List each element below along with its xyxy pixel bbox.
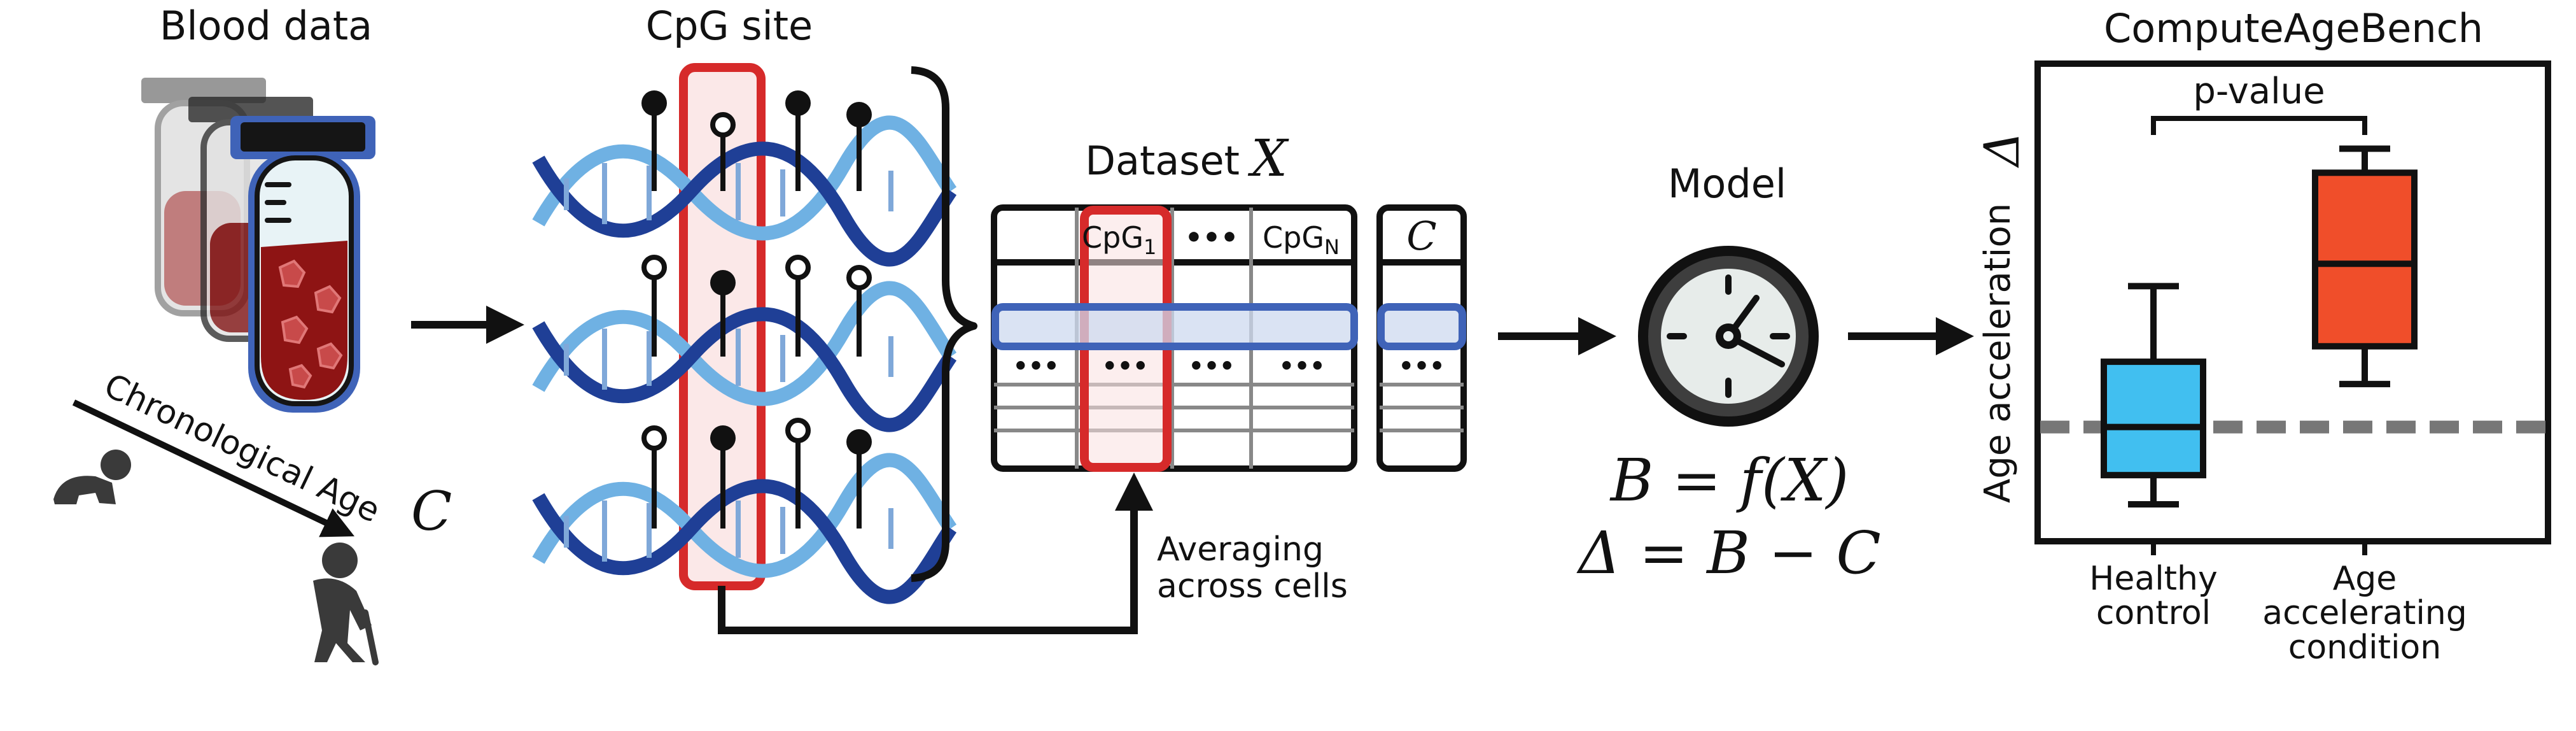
model-panel: Model B = f(X) Δ = B − C xyxy=(1576,160,1881,587)
dna-strand-row-2 xyxy=(532,255,957,432)
x-tick-label-2-line-2: accelerating xyxy=(2262,594,2467,632)
x-tick-label-1-line-2: control xyxy=(2096,594,2211,632)
x-tick-label-1-line-1: Healthy xyxy=(2089,560,2218,598)
y-axis-symbol: Δ xyxy=(1973,132,2030,169)
col-header-ellipsis: ••• xyxy=(1185,222,1238,254)
row-ellipsis-1: ••• xyxy=(1013,352,1060,380)
dna-strand-row-1 xyxy=(532,90,957,267)
row-ellipsis-3: ••• xyxy=(1189,352,1235,380)
col-header-cpg-first: CpG1 xyxy=(1082,220,1156,259)
dataset-panel: Dataset X CpG1 ••• CpGN ••• ••• ••• ••• xyxy=(991,129,1467,606)
dna-strand-row-3 xyxy=(532,418,957,604)
row-ellipsis-c: ••• xyxy=(1399,352,1445,380)
cpg-panel: CpG site xyxy=(532,3,1153,634)
row-ellipsis-2: ••• xyxy=(1102,352,1149,380)
test-tube-front-icon xyxy=(230,116,375,413)
box-2-iqr xyxy=(2312,169,2418,350)
clock-icon xyxy=(1638,246,1819,427)
model-title: Model xyxy=(1668,160,1786,207)
x-tick-label-2-line-1: Age xyxy=(2333,560,2397,598)
p-value-label: p-value xyxy=(2193,71,2325,112)
dataset-symbol-x: X xyxy=(1247,129,1289,188)
blood-panel: Blood data xyxy=(53,3,452,665)
age-symbol-c: C xyxy=(411,480,452,543)
model-equation-delta: Δ = B − C xyxy=(1576,519,1881,587)
p-value-bracket xyxy=(2151,116,2367,135)
dataset-title: Dataset xyxy=(1085,138,1240,184)
model-equation-b: B = f(X) xyxy=(1609,446,1849,515)
bench-panel: ComputeAgeBench Age acceleration Δ p-val… xyxy=(1973,5,2551,667)
age-arrow xyxy=(72,399,355,537)
averaging-label-line-1: Averaging xyxy=(1157,530,1324,569)
averaging-label-line-2: across cells xyxy=(1157,567,1348,606)
bench-title: ComputeAgeBench xyxy=(2104,5,2483,52)
x-tick-label-2-line-3: condition xyxy=(2288,628,2441,667)
age-column-table xyxy=(1376,204,1467,472)
row-ellipsis-4: ••• xyxy=(1279,352,1326,380)
cpg-panel-title: CpG site xyxy=(646,3,813,49)
box-1-iqr xyxy=(2101,358,2206,479)
age-column-header: C xyxy=(1406,213,1436,259)
box-series xyxy=(2101,145,2418,508)
elderly-person-icon xyxy=(313,543,379,665)
col-header-cpg-last: CpGN xyxy=(1263,220,1340,259)
y-axis-label: Age acceleration xyxy=(1977,203,2019,503)
sample-row-highlight xyxy=(991,303,1358,350)
baby-icon xyxy=(53,450,131,504)
grouping-brace xyxy=(911,66,977,582)
averaging-arrow xyxy=(718,472,1153,634)
blood-panel-title: Blood data xyxy=(160,3,372,49)
